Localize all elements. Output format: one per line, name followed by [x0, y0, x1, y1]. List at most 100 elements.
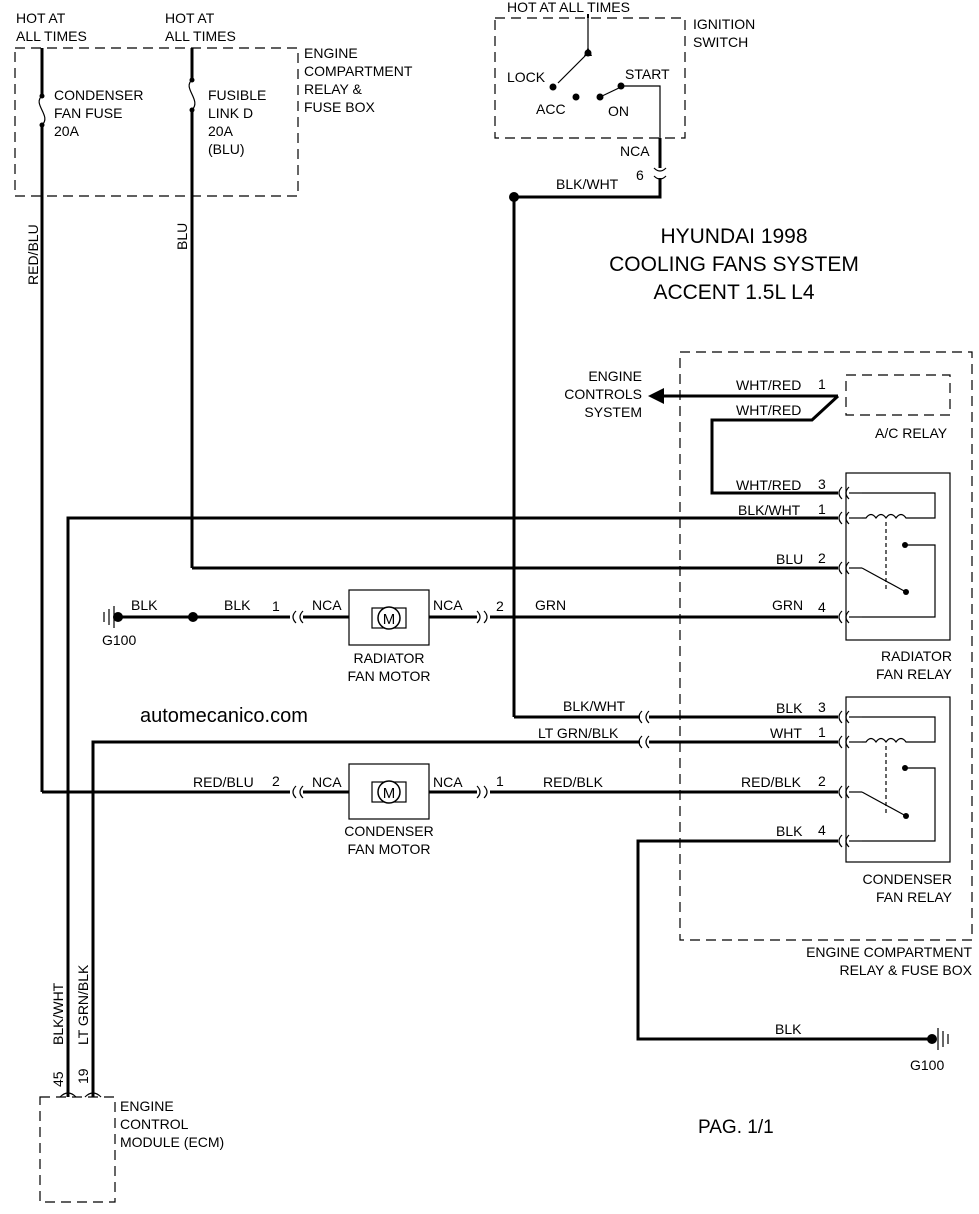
svg-text:FUSE BOX: FUSE BOX: [304, 99, 375, 115]
svg-text:M: M: [383, 611, 396, 628]
svg-text:CONDENSER: CONDENSER: [863, 871, 952, 887]
rr-pin1-wire: BLK/WHT: [738, 502, 801, 518]
wire-label-cm-red-blk: RED/BLK: [543, 774, 604, 790]
svg-text:RADIATOR: RADIATOR: [353, 650, 424, 666]
arrow-to-engine-controls: [648, 388, 664, 404]
ground-g100-right: [937, 1028, 949, 1050]
cr-pin2: 2: [818, 773, 826, 789]
svg-text:RADIATOR: RADIATOR: [881, 648, 952, 664]
wire-label-cm-red-blu: RED/BLU: [193, 774, 254, 790]
hot-at-all-times-label-3: HOT AT ALL TIMES: [507, 0, 630, 15]
radiator-relay-connectors: [838, 486, 850, 624]
svg-text:20A: 20A: [54, 123, 80, 139]
condenser-fan-relay-label: CONDENSER FAN RELAY: [863, 871, 953, 905]
radiator-fan-motor-label: RADIATOR FAN MOTOR: [348, 650, 431, 684]
engine-controls-system-label: ENGINE CONTROLS SYSTEM: [564, 368, 642, 420]
svg-text:HYUNDAI 1998: HYUNDAI 1998: [660, 225, 807, 248]
page-number: PAG. 1/1: [698, 1117, 774, 1138]
cr-pin3-wire: BLK: [776, 700, 803, 716]
svg-text:FAN RELAY: FAN RELAY: [876, 666, 953, 682]
svg-text:ENGINE: ENGINE: [304, 45, 358, 61]
radiator-relay-switch-icon: [861, 542, 936, 618]
rr-pin1: 1: [818, 501, 826, 517]
svg-text:FAN MOTOR: FAN MOTOR: [348, 668, 431, 684]
cr-pin4: 4: [818, 822, 826, 838]
condenser-relay-coil-icon: [862, 716, 936, 814]
ecm-connectors: [59, 1092, 102, 1098]
wire-label-gnd-blk-bottom: BLK: [775, 1021, 802, 1037]
rr-pin4: 4: [818, 599, 826, 615]
ecm-box: [39, 1096, 116, 1203]
engine-compartment-fuse-box-top: [14, 47, 299, 197]
ecs-pin-1: 1: [818, 376, 826, 392]
svg-text:ENGINE COMPARTMENT: ENGINE COMPARTMENT: [806, 944, 972, 960]
svg-text:COOLING FANS SYSTEM: COOLING FANS SYSTEM: [609, 253, 859, 276]
wire-label-g-blk2: BLK: [224, 597, 251, 613]
ignition-switch-label: IGNITION SWITCH: [693, 16, 755, 50]
fuse-box-top-label: ENGINE COMPARTMENT RELAY & FUSE BOX: [304, 45, 413, 115]
switch-nca-label: NCA: [620, 143, 650, 159]
fusible-link-d: [188, 77, 196, 113]
svg-text:(BLU): (BLU): [208, 141, 245, 157]
radiator-fan-motor-icon: M: [371, 606, 407, 630]
svg-text:SYSTEM: SYSTEM: [584, 404, 642, 420]
wire-label-g-blk1: BLK: [131, 597, 158, 613]
svg-text:ENGINE: ENGINE: [120, 1098, 174, 1114]
svg-text:IGNITION: IGNITION: [693, 16, 755, 32]
ac-relay-label: A/C RELAY: [875, 425, 948, 441]
svg-text:FAN MOTOR: FAN MOTOR: [348, 841, 431, 857]
ecm-label: ENGINE CONTROL MODULE (ECM): [120, 1098, 224, 1150]
cr-pin2-wire: RED/BLK: [741, 774, 802, 790]
svg-text:M: M: [383, 785, 396, 802]
wire-label-rm-grn: GRN: [535, 597, 566, 613]
fusible-link-d-label: FUSIBLE LINK D 20A (BLU): [208, 87, 266, 157]
watermark: automecanico.com: [140, 705, 308, 727]
rr-pin3-wire: WHT/RED: [736, 477, 801, 493]
radiator-fan-relay-label: RADIATOR FAN RELAY: [876, 648, 953, 682]
rr-pin3: 3: [818, 476, 826, 492]
svg-text:RELAY & FUSE BOX: RELAY & FUSE BOX: [839, 962, 972, 978]
cr-pin1: 1: [818, 724, 826, 740]
switch-lock-label: LOCK: [507, 69, 546, 85]
wire-label-ac-wht-red: WHT/RED: [736, 402, 801, 418]
switch-start-label: START: [625, 66, 670, 82]
switch-acc-label: ACC: [536, 101, 566, 117]
rr-pin2-wire: BLU: [776, 551, 803, 567]
svg-text:CONDENSER: CONDENSER: [344, 823, 433, 839]
svg-text:ENGINE: ENGINE: [588, 368, 642, 384]
radiator-fan-relay: [845, 472, 951, 641]
condenser-relay-connectors: [838, 710, 850, 848]
svg-text:20A: 20A: [208, 123, 234, 139]
engine-compartment-relay-box: [679, 351, 973, 941]
cm-nca-left: NCA: [312, 774, 342, 790]
wire-label-ecm-lt-grn: LT GRN/BLK: [75, 964, 91, 1045]
cm-pin2: 2: [272, 773, 280, 789]
condenser-fan-relay: [845, 696, 951, 863]
svg-text:MODULE (ECM): MODULE (ECM): [120, 1134, 224, 1150]
cm-nca-right: NCA: [433, 774, 463, 790]
ignition-switch-box: [494, 17, 686, 139]
condenser-fan-fuse: [38, 93, 46, 128]
rr-pin2: 2: [818, 550, 826, 566]
cr-pin4-wire: BLK: [776, 823, 803, 839]
condenser-fan-motor-icon: M: [371, 780, 407, 804]
hot-at-all-times-label-2: HOT AT ALL TIMES: [165, 10, 236, 44]
condenser-relay-switch-icon: [861, 765, 936, 842]
ignition-switch: [549, 18, 661, 138]
svg-text:LINK D: LINK D: [208, 105, 253, 121]
rm-nca-right: NCA: [433, 597, 463, 613]
svg-text:HOT AT: HOT AT: [165, 10, 215, 26]
svg-text:FUSIBLE: FUSIBLE: [208, 87, 266, 103]
wire-label-red-blu: RED/BLU: [25, 224, 41, 285]
wire-label-ecs-wht-red: WHT/RED: [736, 377, 801, 393]
cm-connector-right: [476, 785, 488, 799]
switch-connector: [653, 167, 667, 180]
svg-text:ALL TIMES: ALL TIMES: [16, 28, 87, 44]
wire-label-ign-blk-wht: BLK/WHT: [556, 176, 619, 192]
rm-connector-right: [476, 610, 488, 624]
svg-text:SWITCH: SWITCH: [693, 34, 748, 50]
wire-label-ecm-blk-wht: BLK/WHT: [50, 982, 66, 1045]
relay-box-bottom-label: ENGINE COMPARTMENT RELAY & FUSE BOX: [806, 944, 973, 978]
svg-text:ACCENT 1.5L L4: ACCENT 1.5L L4: [653, 281, 814, 304]
